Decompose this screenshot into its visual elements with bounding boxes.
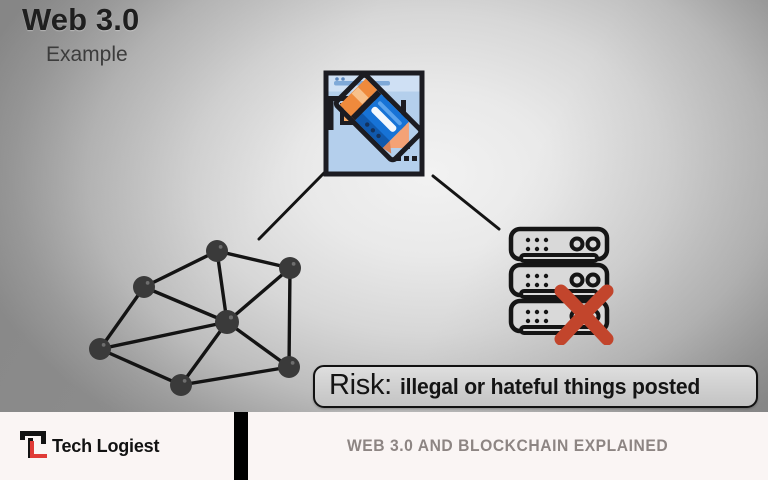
network-edge	[179, 320, 229, 387]
server-stack-icon[interactable]	[505, 225, 621, 346]
network-node[interactable]	[170, 374, 192, 396]
page-title: Web 3.0	[22, 2, 140, 37]
risk-message: illegal or hateful things posted	[399, 373, 701, 399]
blockchain-peer-network	[89, 171, 501, 396]
network-node[interactable]	[89, 338, 111, 360]
server-unit	[508, 226, 610, 263]
network-node[interactable]	[215, 310, 239, 334]
footer-divider	[234, 412, 248, 480]
network-nodes	[89, 240, 301, 396]
editor-menu-dot	[412, 156, 417, 161]
network-edge	[98, 347, 183, 387]
network-node[interactable]	[279, 257, 301, 279]
network-edge	[225, 320, 291, 369]
network-edge	[98, 285, 146, 351]
network-node-highlight	[182, 378, 187, 383]
network-node-highlight	[228, 315, 234, 320]
editor-separator-line-vertical	[328, 96, 334, 130]
network-edge	[142, 249, 219, 289]
brand-logo[interactable]: Tech Logiest	[18, 428, 159, 464]
risk-banner: Risk: illegal or hateful things posted	[313, 365, 758, 408]
red-x-cross-mark	[554, 284, 614, 346]
network-node[interactable]	[278, 356, 300, 378]
network-node-highlight	[290, 360, 295, 365]
connector-lines	[257, 171, 501, 241]
network-node-highlight	[145, 280, 150, 285]
tech-logiest-logo-icon	[18, 429, 58, 463]
editor-titlebar-dot	[335, 77, 339, 81]
connector-line	[257, 171, 326, 241]
network-node-highlight	[101, 342, 106, 347]
network-node-highlight	[218, 244, 223, 249]
network-edge	[215, 249, 292, 270]
network-edge	[142, 285, 229, 324]
network-edges	[98, 249, 292, 387]
footer-caption: WEB 3.0 AND BLOCKCHAIN EXPLAINED	[248, 412, 768, 480]
network-edge	[225, 266, 292, 324]
connector-line	[431, 174, 501, 231]
pencil-icon	[333, 72, 424, 163]
network-edge	[179, 365, 291, 387]
risk-label: Risk:	[329, 369, 392, 401]
page-subtitle: Example	[46, 43, 128, 66]
footer-caption-text: WEB 3.0 AND BLOCKCHAIN EXPLAINED	[347, 436, 669, 455]
editor-menu-dot	[404, 156, 409, 161]
network-node[interactable]	[206, 240, 228, 262]
network-node-highlight	[291, 261, 296, 266]
editor-titlebar-dot	[341, 77, 345, 81]
network-node[interactable]	[133, 276, 155, 298]
network-edge	[98, 320, 229, 351]
brand-name: Tech Logiest	[52, 435, 160, 456]
browser-window-with-pencil-icon[interactable]	[318, 56, 430, 180]
network-edge	[287, 266, 292, 369]
footer-bar: Tech Logiest WEB 3.0 AND BLOCKCHAIN EXPL…	[0, 412, 768, 480]
